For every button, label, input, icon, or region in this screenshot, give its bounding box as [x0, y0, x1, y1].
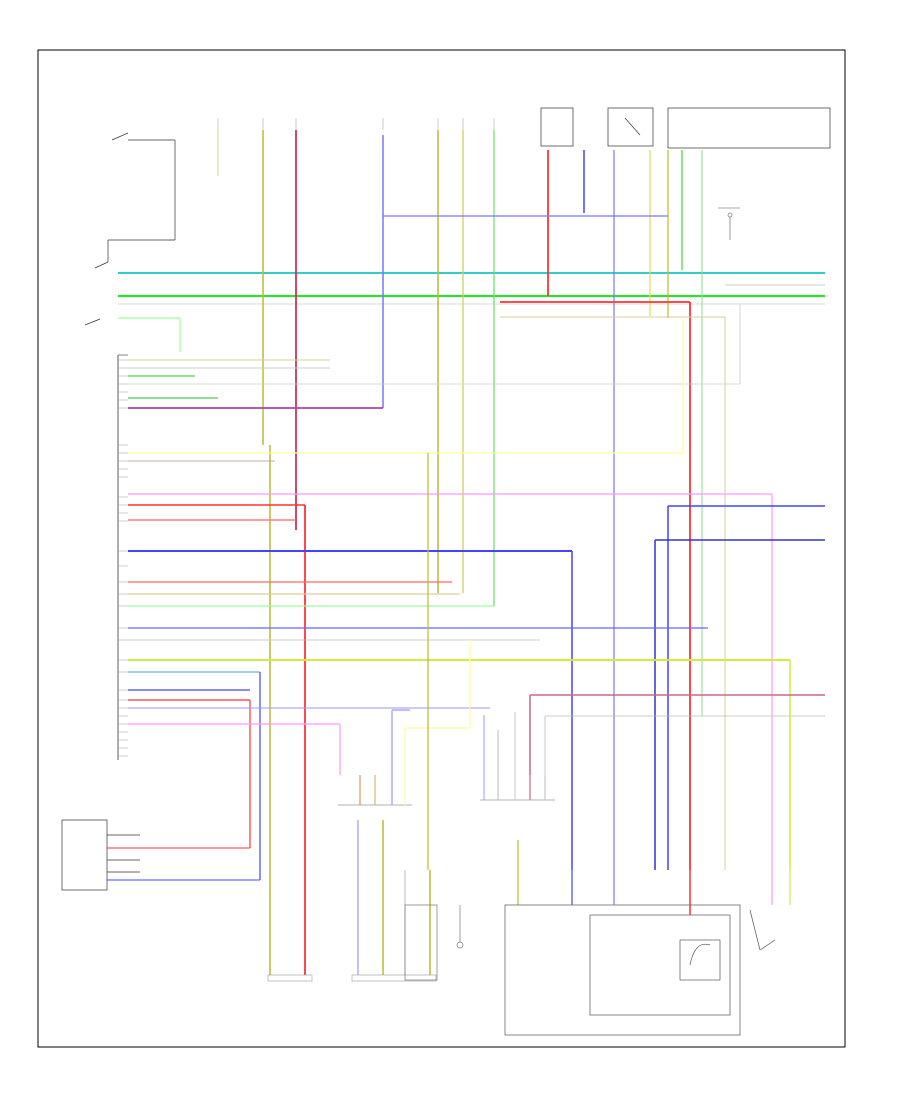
- bottom-right-module: [504, 904, 776, 1036]
- sensor-box-bottom: [404, 904, 464, 981]
- lower-connector-b: [480, 712, 555, 801]
- bottom-connector-box-a: [267, 974, 313, 982]
- lower-connector-a: [338, 640, 471, 806]
- diagram-border: [37, 49, 846, 1048]
- top-connector-posts: [217, 118, 495, 130]
- bottom-connector-box-b: [351, 974, 437, 982]
- mid-right-relay: [718, 207, 740, 240]
- top-left-switch: [84, 132, 176, 326]
- top-right-modules: [540, 107, 831, 149]
- ecm-pin-stubs: [118, 359, 128, 757]
